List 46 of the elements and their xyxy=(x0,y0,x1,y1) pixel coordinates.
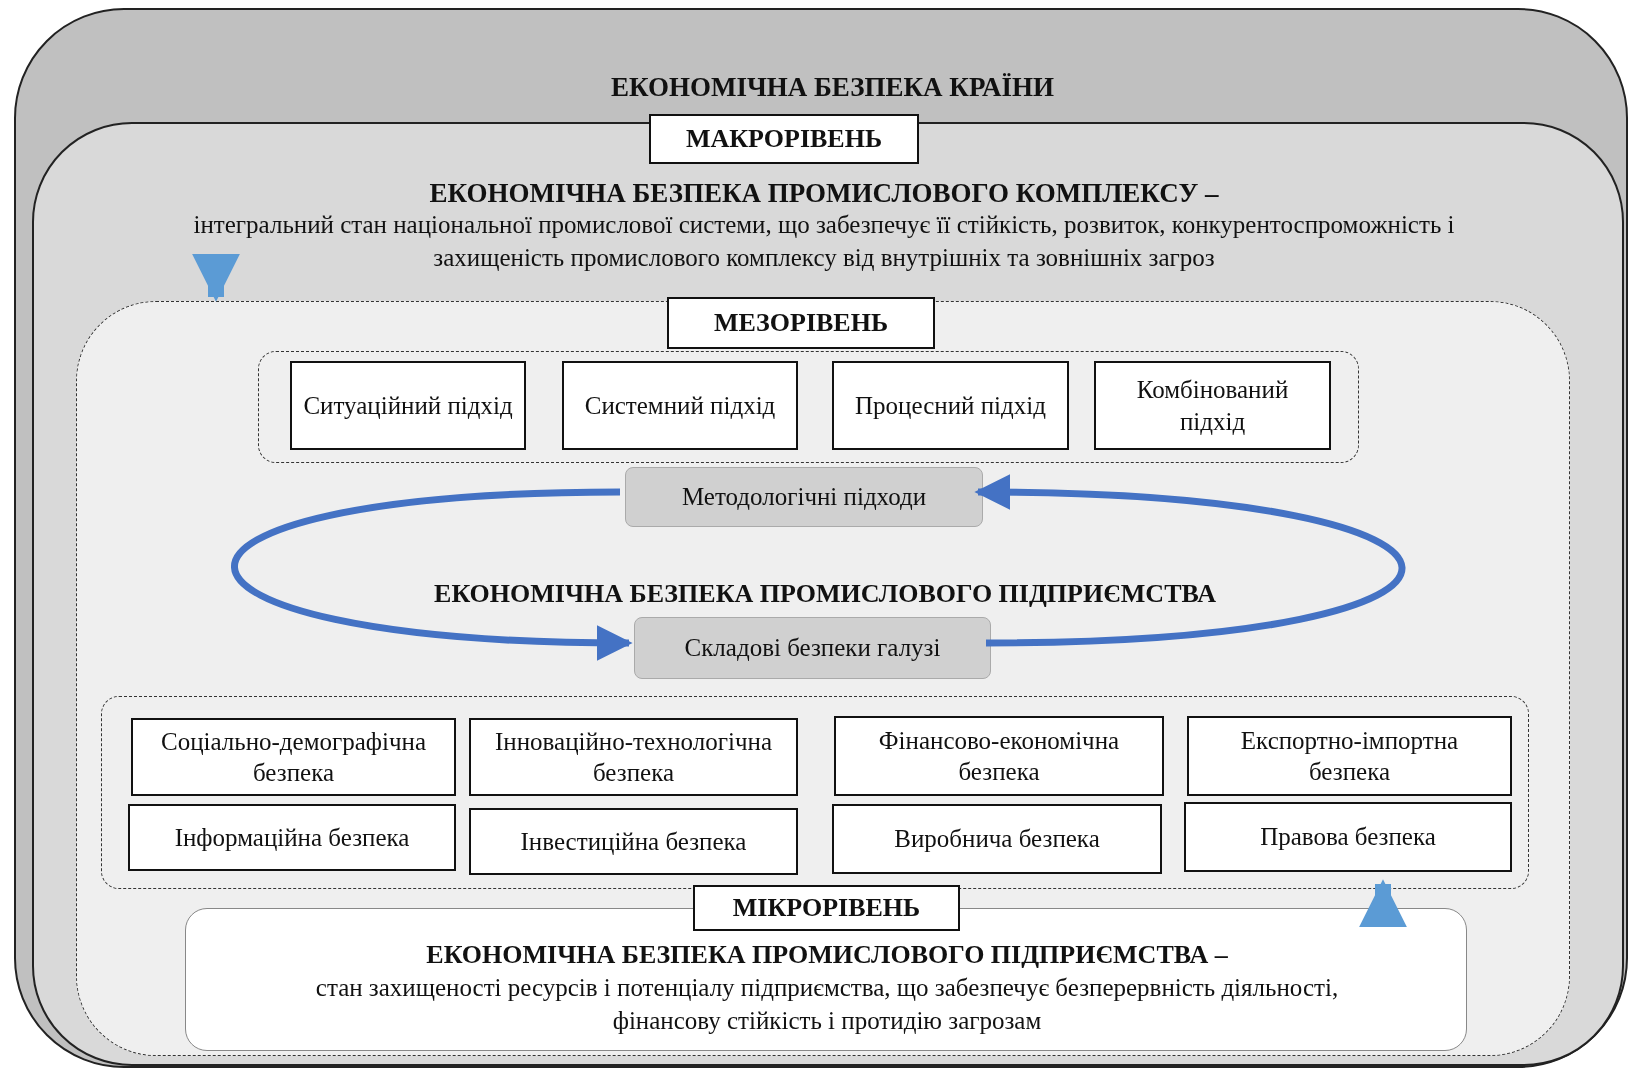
box-label: Виробнича безпека xyxy=(894,824,1100,855)
approach-box xyxy=(562,361,798,450)
component-box xyxy=(131,718,456,796)
heading: ЕКОНОМІЧНА БЕЗПЕКА ПРОМИСЛОВОГО КОМПЛЕКСУ – xyxy=(428,177,1220,210)
component-box xyxy=(1184,802,1512,872)
level-label: МЕЗОРІВЕНЬ xyxy=(713,308,889,338)
process-box xyxy=(634,617,991,679)
level-label: МІКРОРІВЕНЬ xyxy=(732,893,921,923)
box-label: Процесний підхід xyxy=(855,390,1046,421)
curved-arrow xyxy=(974,474,1405,647)
dashed-group xyxy=(258,351,1359,463)
box-label: Комбінований підхід xyxy=(1135,375,1290,437)
component-box xyxy=(469,718,798,796)
approach-box xyxy=(832,361,1069,450)
component-box xyxy=(1187,716,1512,796)
box-label: Соціально-демографічна безпека xyxy=(159,726,428,788)
component-box xyxy=(832,804,1162,874)
block-arrow xyxy=(1359,879,1407,928)
approach-box xyxy=(290,361,526,450)
box-label: Експортно-імпортна безпека xyxy=(1239,725,1460,787)
box-label: Інвестиційна безпека xyxy=(520,826,747,857)
component-box xyxy=(128,804,456,871)
box-label: Фінансово-економічна безпека xyxy=(877,725,1121,787)
approach-box xyxy=(1094,361,1331,450)
box-label: Інноваційно-технологічна безпека xyxy=(494,726,773,788)
level-label: МАКРОРІВЕНЬ xyxy=(685,124,883,154)
box-label: Ситуаційний підхід xyxy=(303,390,513,421)
process-box xyxy=(625,467,983,527)
description: інтегральний стан національної промислової системи, що забезпечує її стійкість, розвиток, конкурентоспроможність і захищеність промислового комплексу від внутрішніх та зовнішніх загроз xyxy=(192,210,1456,273)
level-tag xyxy=(667,297,935,349)
level-tag xyxy=(649,114,919,164)
dashed-group xyxy=(101,696,1529,889)
heading: ЕКОНОМІЧНА БЕЗПЕКА ПРОМИСЛОВОГО ПІДПРИЄМСТВА xyxy=(433,578,1217,610)
curved-arrow xyxy=(231,488,633,661)
description: стан захищеності ресурсів і потенціалу підприємства, що забезпечує безперервність діяльності, фінансову стійкість і протидію загрозам xyxy=(314,973,1340,1036)
box-label: Правова безпека xyxy=(1260,822,1436,853)
box-label: Методологічні підходи xyxy=(681,483,927,511)
box-label: Системний підхід xyxy=(584,390,776,421)
level-tag xyxy=(693,885,960,931)
component-box xyxy=(834,716,1164,796)
box-label: Складові безпеки галузі xyxy=(684,634,941,662)
box-label: Інформаційна безпека xyxy=(174,822,410,853)
heading: ЕКОНОМІЧНА БЕЗПЕКА ПРОМИСЛОВОГО ПІДПРИЄМСТВА – xyxy=(425,939,1229,971)
block-arrow xyxy=(192,253,240,302)
component-box xyxy=(469,808,798,875)
heading: ЕКОНОМІЧНА БЕЗПЕКА КРАЇНИ xyxy=(610,71,1055,104)
